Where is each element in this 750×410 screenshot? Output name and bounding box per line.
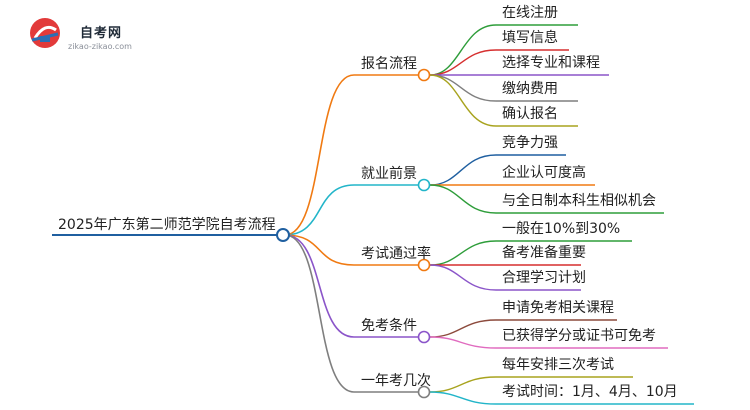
logo-name: 自考网 — [80, 26, 123, 41]
branch-node-2 — [417, 178, 431, 192]
child-link-5-1 — [429, 376, 497, 393]
child-label-1-2: 填写信息 — [502, 30, 558, 46]
branch-label-5: 一年考几次 — [361, 373, 431, 389]
branch-link-5 — [284, 234, 355, 393]
child-label-4-1: 申请免考相关课程 — [502, 300, 614, 316]
child-link-2-3 — [429, 184, 497, 214]
logo-url: zikao-zikao.com — [68, 42, 132, 51]
child-link-4-1 — [429, 319, 497, 338]
child-label-3-1: 一般在10%到30% — [502, 221, 621, 237]
child-link-2-1 — [429, 154, 497, 186]
branch-node-5 — [417, 385, 431, 399]
child-label-1-3: 选择专业和课程 — [502, 55, 600, 71]
child-label-2-2: 企业认可度高 — [502, 165, 586, 181]
child-link-3-3 — [429, 264, 497, 291]
root-node — [276, 228, 290, 242]
branch-label-1: 报名流程 — [361, 56, 417, 72]
branch-link-4 — [284, 234, 355, 338]
branch-link-2 — [284, 184, 355, 236]
branch-link-1 — [284, 74, 355, 236]
child-label-2-1: 竞争力强 — [502, 135, 558, 151]
child-label-3-3: 合理学习计划 — [502, 270, 586, 286]
child-link-1-4 — [429, 74, 497, 102]
branch-label-3: 考试通过率 — [361, 246, 431, 262]
child-label-3-2: 备考准备重要 — [502, 245, 586, 261]
child-label-1-5: 确认报名 — [502, 106, 558, 122]
child-link-3-1 — [429, 240, 497, 266]
child-label-4-2: 已获得学分或证书可免考 — [502, 328, 656, 344]
root-node-label: 2025年广东第二师范学院自考流程 — [58, 217, 276, 233]
branch-label-4: 免考条件 — [361, 318, 417, 334]
branch-node-1 — [417, 68, 431, 82]
branch-node-3 — [417, 258, 431, 272]
child-label-2-3: 与全日制本科生相似机会 — [502, 193, 656, 209]
child-link-4-2 — [429, 336, 497, 349]
child-link-1-1 — [429, 24, 497, 76]
child-link-1-2 — [429, 49, 497, 76]
logo-mark-icon — [30, 18, 60, 48]
branch-link-3 — [284, 234, 355, 266]
site-logo[interactable]: 自考网 zikao-zikao.com — [28, 12, 148, 58]
child-label-1-4: 缴纳费用 — [502, 81, 558, 97]
child-link-5-2 — [429, 391, 497, 405]
branch-node-4 — [417, 330, 431, 344]
branch-label-2: 就业前景 — [361, 166, 417, 182]
child-link-1-5 — [429, 74, 497, 127]
child-label-5-2: 考试时间：1月、4月、10月 — [502, 384, 678, 400]
child-label-1-1: 在线注册 — [502, 5, 558, 21]
child-label-5-1: 每年安排三次考试 — [502, 357, 614, 373]
